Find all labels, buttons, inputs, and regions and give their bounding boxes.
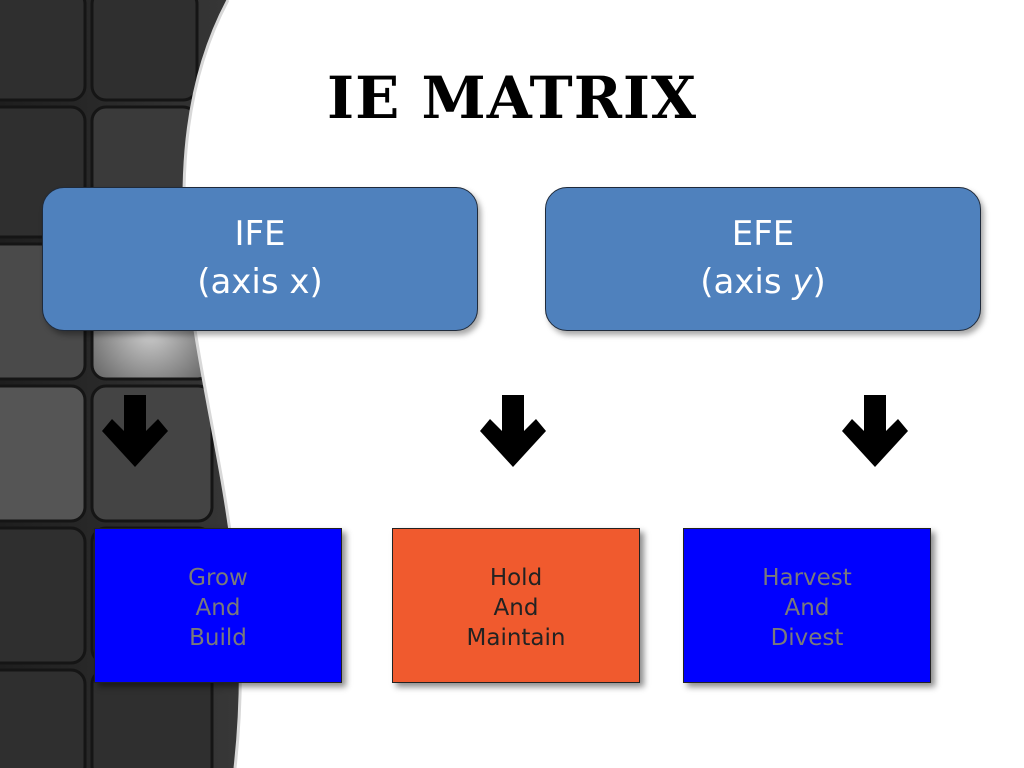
efe-axis-label: (axis y) — [700, 262, 826, 302]
grow-and-build-box: Grow And Build — [94, 528, 342, 683]
strategy-line: Harvest — [762, 565, 852, 591]
down-arrow-icon — [842, 395, 908, 467]
strategy-line: Hold — [489, 565, 543, 591]
ife-axis-box: IFE (axis x) — [42, 187, 478, 331]
ife-label: IFE — [234, 214, 286, 255]
strategy-line: Divest — [770, 625, 844, 651]
efe-label: EFE — [731, 214, 795, 255]
efe-axis-box: EFE (axis y) — [545, 187, 981, 331]
strategy-line: And — [784, 595, 830, 621]
page-title: IE MATRIX — [326, 64, 698, 132]
strategy-line: Build — [189, 625, 247, 651]
hold-and-maintain-box: Hold And Maintain — [392, 528, 640, 683]
strategy-line: And — [195, 595, 241, 621]
strategy-line: Maintain — [466, 625, 566, 651]
strategy-line: Grow — [188, 565, 248, 591]
down-arrow-icon — [102, 395, 168, 467]
harvest-and-divest-box: Harvest And Divest — [683, 528, 931, 683]
ife-axis-label: (axis x) — [197, 262, 323, 302]
down-arrow-icon — [480, 395, 546, 467]
strategy-line: And — [493, 595, 539, 621]
